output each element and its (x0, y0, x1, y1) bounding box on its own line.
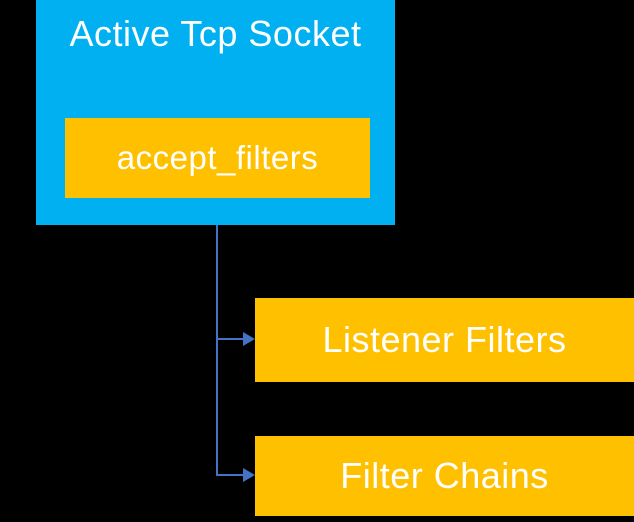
connector-branch-filter-chains-line (216, 474, 244, 476)
node-active-tcp-socket: Active Tcp Socket accept_filters (36, 0, 395, 225)
node-listener-filters: Listener Filters (255, 298, 634, 382)
connector-branch-listener-filters-line (216, 338, 244, 340)
arrowhead-right-icon (243, 332, 255, 346)
node-accept-filters-label: accept_filters (116, 139, 319, 176)
node-listener-filters-label: Listener Filters (322, 319, 567, 360)
connector-trunk-line (216, 225, 218, 476)
node-filter-chains-label: Filter Chains (340, 455, 549, 496)
arrowhead-right-icon (243, 468, 255, 482)
node-accept-filters: accept_filters (65, 118, 370, 198)
node-active-tcp-socket-title: Active Tcp Socket (69, 13, 362, 54)
node-filter-chains: Filter Chains (255, 436, 634, 516)
